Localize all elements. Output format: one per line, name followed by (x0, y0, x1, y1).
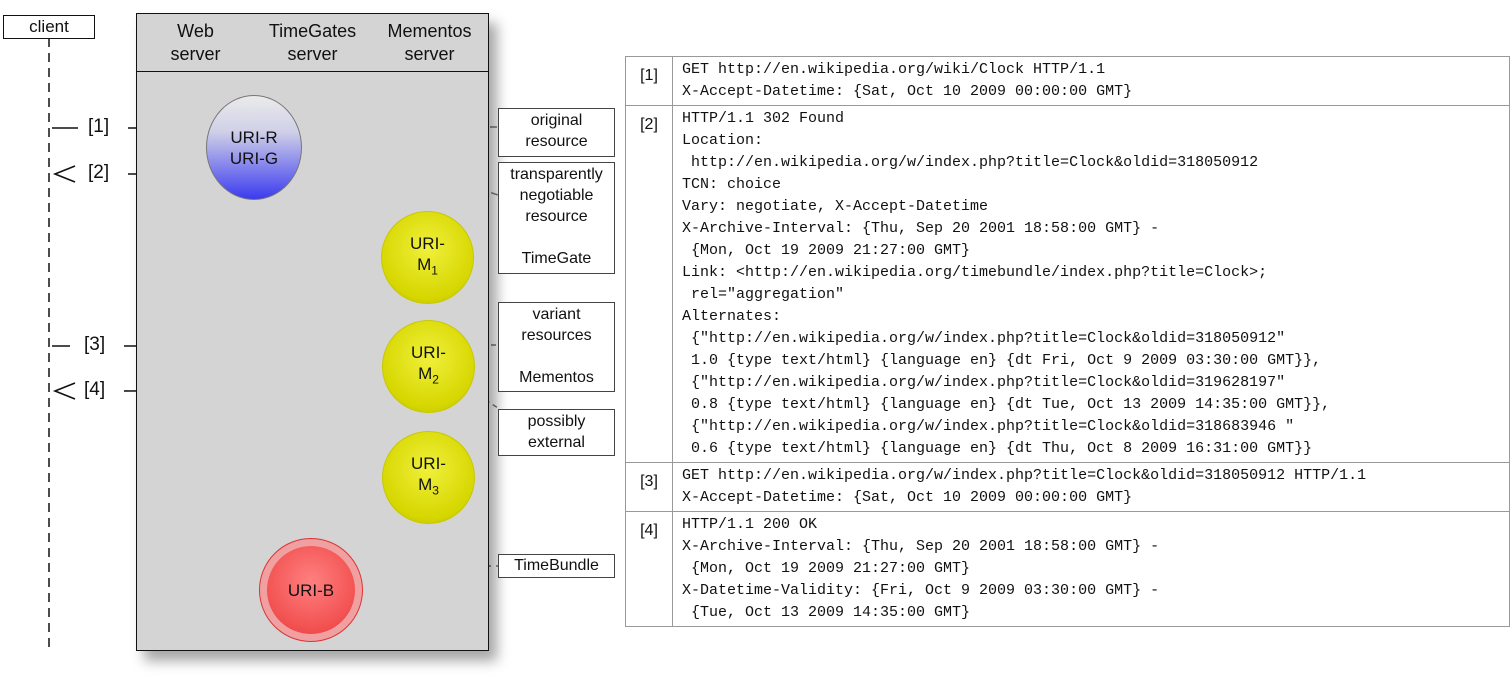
step-2-label: [2] (88, 162, 110, 183)
arrow-2-head (52, 165, 76, 183)
http-message-table: [1] GET http://en.wikipedia.org/wiki/Clo… (625, 56, 1510, 627)
message-row-2: [2] HTTP/1.1 302 Found Location: http://… (625, 105, 1510, 463)
step-3-label: [3] (84, 334, 106, 355)
timebundle-node: URI-B (259, 538, 363, 642)
message-id: [1] (625, 56, 673, 106)
label-timebundle: TimeBundle (498, 554, 615, 578)
message-body: HTTP/1.1 302 Found Location: http://en.w… (672, 105, 1510, 463)
message-row-3: [3] GET http://en.wikipedia.org/w/index.… (625, 462, 1510, 512)
message-body: HTTP/1.1 200 OK X-Archive-Interval: {Thu… (672, 511, 1510, 627)
message-body: GET http://en.wikipedia.org/w/index.php?… (672, 462, 1510, 512)
message-row-4: [4] HTTP/1.1 200 OK X-Archive-Interval: … (625, 511, 1510, 627)
step-4-label: [4] (84, 379, 106, 400)
connector-external (469, 389, 499, 409)
client-box: client (3, 15, 95, 39)
message-id: [4] (625, 511, 673, 627)
memento-2-node: URI- M2 (382, 320, 475, 413)
timegate-node: URI-R URI-G (206, 95, 302, 200)
memento-1-node: URI- M1 (381, 211, 474, 304)
memento-3-node: URI- M3 (382, 431, 475, 524)
message-body: GET http://en.wikipedia.org/wiki/Clock H… (672, 56, 1510, 106)
step-1-label: [1] (88, 116, 110, 137)
message-id: [2] (625, 105, 673, 463)
arrow-4-head (52, 382, 76, 400)
message-id: [3] (625, 462, 673, 512)
message-row-1: [1] GET http://en.wikipedia.org/wiki/Clo… (625, 56, 1510, 106)
